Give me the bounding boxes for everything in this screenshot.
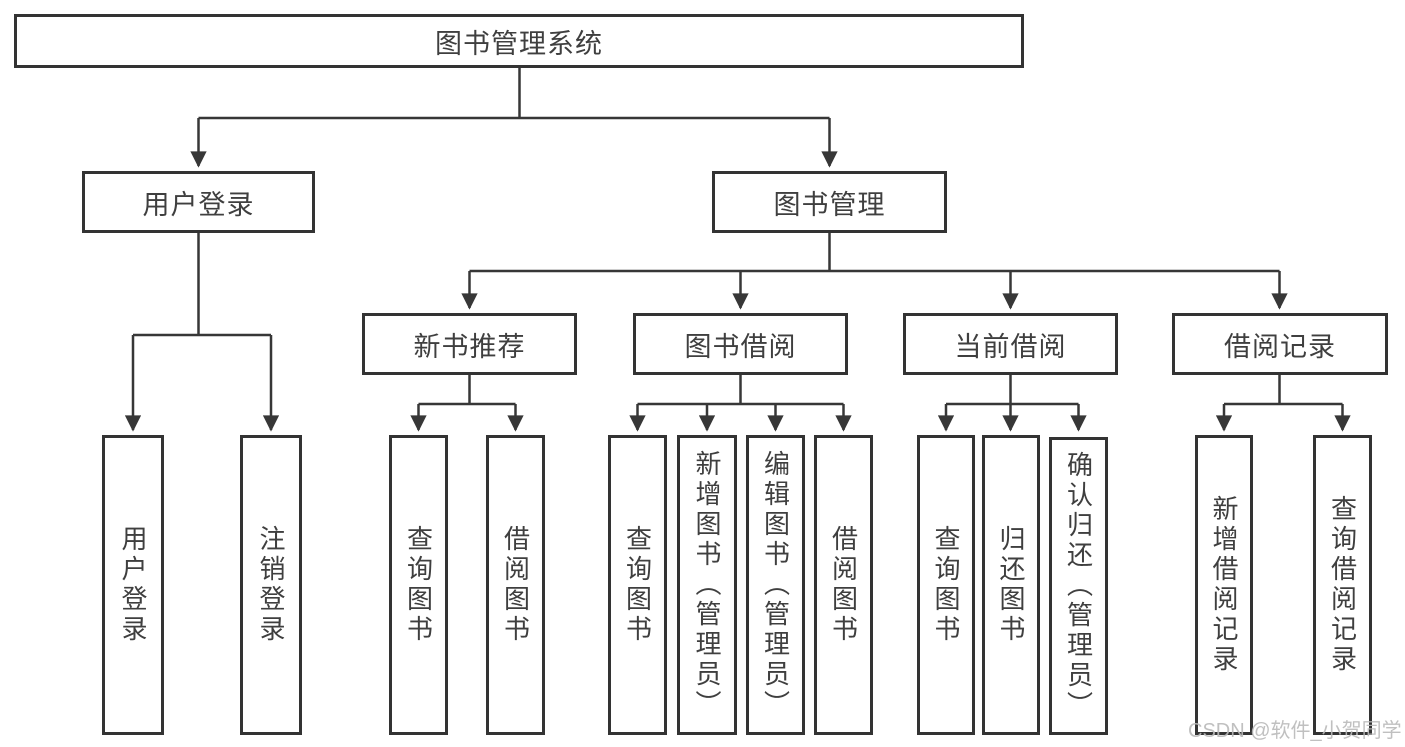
- leaf-current-confirm-return-admin: 确认归还（管理员）: [1049, 437, 1108, 735]
- leaf-current-return-books: 归还图书: [982, 435, 1040, 735]
- leaf-borrow-borrow-books: 借阅图书: [814, 435, 873, 735]
- leaf-logout: 注销登录: [240, 435, 302, 735]
- node-new-book-recommend: 新书推荐: [362, 313, 577, 375]
- leaf-label: 编辑图书（管理员）: [760, 450, 791, 720]
- leaf-current-query-books: 查询图书: [917, 435, 975, 735]
- leaf-borrow-query-books: 查询图书: [608, 435, 667, 735]
- leaf-label: 新增图书（管理员）: [692, 450, 722, 720]
- leaf-label: 查询借阅记录: [1327, 495, 1358, 675]
- leaf-borrow-edit-books-admin: 编辑图书（管理员）: [746, 435, 805, 735]
- leaf-recommend-query-books: 查询图书: [389, 435, 448, 735]
- node-label: 图书管理系统: [435, 28, 603, 59]
- leaf-label: 注销登录: [256, 525, 286, 645]
- node-label: 当前借阅: [954, 331, 1067, 362]
- leaf-label: 查询图书: [622, 525, 653, 645]
- leaf-label: 查询图书: [931, 525, 961, 645]
- node-borrow-records: 借阅记录: [1172, 313, 1388, 375]
- leaf-label: 新增借阅记录: [1209, 495, 1239, 675]
- leaf-label: 确认归还（管理员）: [1063, 451, 1094, 721]
- node-label: 图书管理: [773, 189, 886, 220]
- node-book-management: 图书管理: [712, 171, 947, 233]
- node-label: 用户登录: [142, 189, 255, 220]
- leaf-label: 查询图书: [403, 525, 434, 645]
- leaf-label: 借阅图书: [828, 525, 859, 645]
- node-book-borrow: 图书借阅: [633, 313, 848, 375]
- node-library-management-system: 图书管理系统: [14, 14, 1024, 68]
- leaf-records-query-borrow-record: 查询借阅记录: [1313, 435, 1372, 735]
- node-label: 新书推荐: [413, 331, 526, 362]
- leaf-label: 归还图书: [996, 525, 1026, 645]
- node-user-login: 用户登录: [82, 171, 315, 233]
- leaf-user-login: 用户登录: [102, 435, 164, 735]
- leaf-borrow-add-books-admin: 新增图书（管理员）: [677, 435, 737, 735]
- node-label: 图书借阅: [684, 331, 797, 362]
- leaf-records-add-borrow-record: 新增借阅记录: [1195, 435, 1253, 735]
- leaf-label: 借阅图书: [500, 525, 531, 645]
- leaf-label: 用户登录: [118, 525, 148, 645]
- node-current-borrow: 当前借阅: [903, 313, 1118, 375]
- leaf-recommend-borrow-books: 借阅图书: [486, 435, 545, 735]
- csdn-watermark: CSDN @软件_小贺同学: [1188, 720, 1402, 742]
- node-label: 借阅记录: [1224, 331, 1336, 362]
